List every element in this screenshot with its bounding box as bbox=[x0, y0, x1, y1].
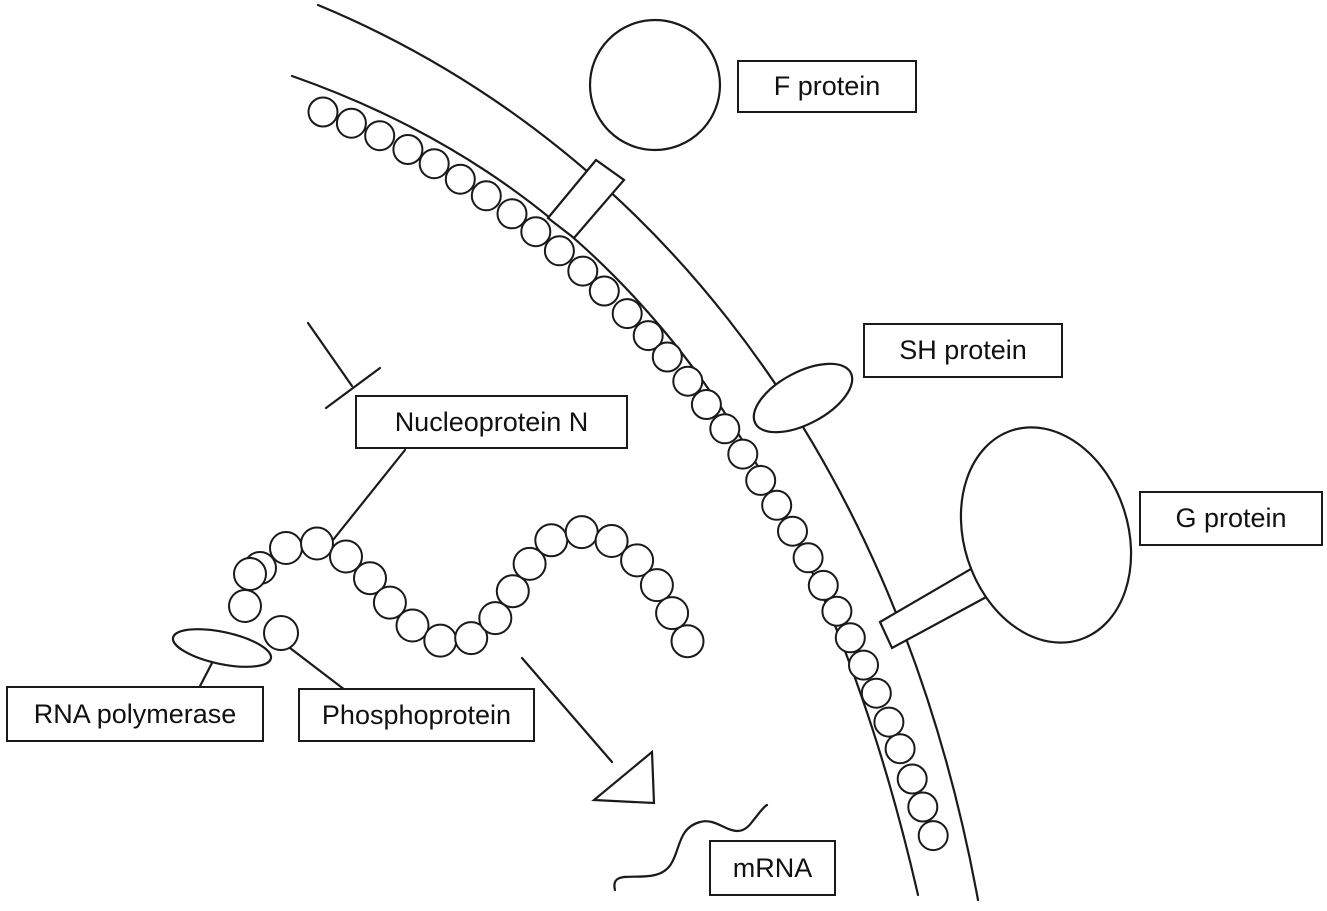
nucleocapsid-bead bbox=[655, 596, 690, 631]
nucleocapsid-bead bbox=[670, 624, 705, 659]
f-protein-label: F protein bbox=[737, 60, 917, 113]
membrane-bead bbox=[917, 820, 949, 852]
rna-polymerase-shape bbox=[171, 628, 273, 668]
nucleocapsid-bead bbox=[594, 524, 629, 558]
membrane-bead bbox=[611, 298, 643, 330]
leader-line-phosphoprotein bbox=[288, 646, 347, 692]
membrane-bead bbox=[364, 120, 396, 152]
f-protein-shape bbox=[546, 18, 722, 240]
membrane-bead bbox=[907, 791, 939, 823]
phosphoprotein-shape bbox=[263, 615, 299, 651]
membrane-bead bbox=[896, 763, 928, 795]
nucleocapsid-bead bbox=[620, 543, 655, 578]
nucleocapsid-bead bbox=[423, 623, 458, 658]
nucleocapsid-bead bbox=[329, 539, 363, 574]
g-protein-label: G protein bbox=[1139, 491, 1323, 546]
membrane-bead bbox=[873, 706, 905, 738]
membrane-bead bbox=[777, 515, 808, 547]
phosphoprotein-label: Phosphoprotein bbox=[298, 688, 535, 742]
g-protein-shape bbox=[878, 426, 1133, 650]
membrane-bead bbox=[821, 595, 853, 627]
membrane-bead bbox=[709, 413, 741, 445]
nucleocapsid-bead bbox=[512, 546, 547, 581]
membrane-bead bbox=[444, 163, 476, 195]
nucleocapsid-bead bbox=[495, 574, 530, 609]
mrna-squiggle bbox=[613, 803, 769, 892]
membrane-bead bbox=[496, 198, 528, 230]
mrna-label: mRNA bbox=[709, 840, 836, 896]
membrane-bead bbox=[588, 275, 620, 307]
membrane-bead bbox=[651, 341, 683, 373]
membrane-bead bbox=[884, 733, 916, 765]
inhibition-tbar-icon bbox=[306, 321, 382, 410]
nucleocapsid-bead bbox=[534, 523, 569, 558]
outer-membrane-curve bbox=[316, 3, 980, 902]
membrane-bead bbox=[690, 389, 722, 420]
membrane-bead bbox=[543, 235, 575, 267]
membrane-bead bbox=[632, 320, 664, 352]
membrane-bead bbox=[860, 677, 892, 709]
nucleoprotein-label: Nucleoprotein N bbox=[355, 395, 628, 449]
membrane-bead bbox=[727, 438, 759, 470]
nucleocapsid-bead bbox=[564, 515, 599, 550]
membrane-bead bbox=[335, 107, 367, 139]
nucleocapsid-bead bbox=[454, 621, 489, 656]
nucleocapsid-bead bbox=[372, 585, 407, 620]
leader-line-rna-polymerase bbox=[196, 661, 214, 692]
nucleocapsid-bead bbox=[228, 589, 262, 623]
sh-protein-label: SH protein bbox=[863, 323, 1063, 378]
membrane-bead bbox=[834, 622, 866, 654]
membrane-bead bbox=[745, 464, 777, 496]
membrane-bead bbox=[392, 134, 424, 165]
membrane-bead bbox=[307, 96, 339, 128]
membrane-bead bbox=[807, 569, 839, 601]
sh-protein-shape bbox=[752, 362, 854, 434]
triangle-arrow-icon bbox=[520, 656, 656, 805]
nucleocapsid-bead-chain bbox=[228, 515, 705, 659]
nucleocapsid-bead bbox=[233, 557, 267, 591]
membrane-bead bbox=[672, 365, 704, 397]
membrane-bead bbox=[761, 489, 793, 521]
nucleocapsid-bead bbox=[478, 601, 513, 636]
membrane-bead bbox=[520, 216, 552, 248]
rna-polymerase-label: RNA polymerase bbox=[6, 686, 264, 742]
membrane-bead bbox=[848, 649, 879, 681]
nucleocapsid-bead bbox=[353, 561, 387, 596]
nucleocapsid-bead bbox=[300, 526, 334, 561]
membrane-bead bbox=[418, 148, 450, 180]
nucleocapsid-bead bbox=[639, 568, 674, 603]
leader-line-nucleoprotein bbox=[331, 448, 407, 542]
membrane-bead bbox=[470, 180, 502, 212]
nucleocapsid-bead bbox=[395, 608, 430, 643]
membrane-bead bbox=[567, 255, 599, 287]
membrane-bead bbox=[792, 542, 824, 574]
membrane-bead-chain bbox=[307, 96, 949, 852]
nucleocapsid-bead bbox=[269, 531, 303, 565]
